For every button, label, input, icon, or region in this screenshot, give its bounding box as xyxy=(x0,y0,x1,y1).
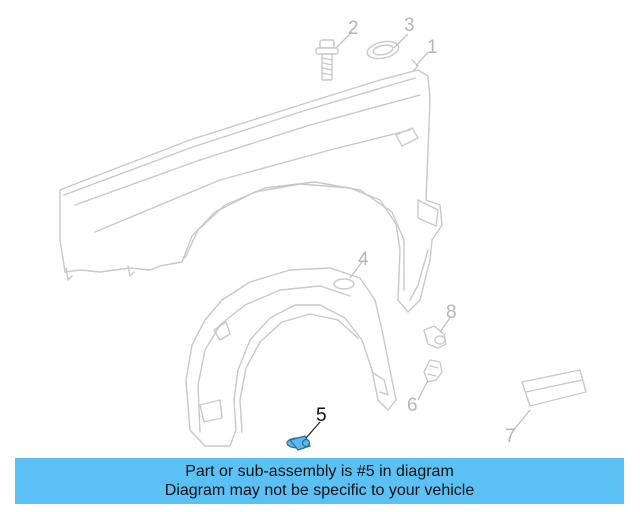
callout-7: 7 xyxy=(505,426,516,447)
moulding-part[interactable] xyxy=(521,369,587,407)
clip-part[interactable] xyxy=(423,359,443,383)
highlighted-part-5[interactable] xyxy=(286,435,311,451)
callout-lines xyxy=(305,31,531,439)
callout-1: 1 xyxy=(427,37,438,58)
callout-8: 8 xyxy=(446,302,457,323)
info-banner: Part or sub-assembly is #5 in diagram Di… xyxy=(15,458,624,504)
grommet-part[interactable] xyxy=(366,39,401,61)
callout-3: 3 xyxy=(404,15,415,36)
fender-liner-part[interactable] xyxy=(185,267,397,447)
callout-2: 2 xyxy=(348,18,359,39)
callout-5: 5 xyxy=(316,405,327,426)
banner-line-disclaimer: Diagram may not be specific to your vehi… xyxy=(164,482,475,499)
bolt-part[interactable] xyxy=(315,39,339,81)
banner-line-part-number: Part or sub-assembly is #5 in diagram xyxy=(185,463,454,480)
fender-part[interactable] xyxy=(59,59,443,313)
callout-6: 6 xyxy=(407,395,418,416)
callout-numbers: 1 2 3 4 5 6 7 8 xyxy=(316,15,516,447)
push-clip-part[interactable] xyxy=(423,325,447,349)
callout-4: 4 xyxy=(358,249,369,270)
